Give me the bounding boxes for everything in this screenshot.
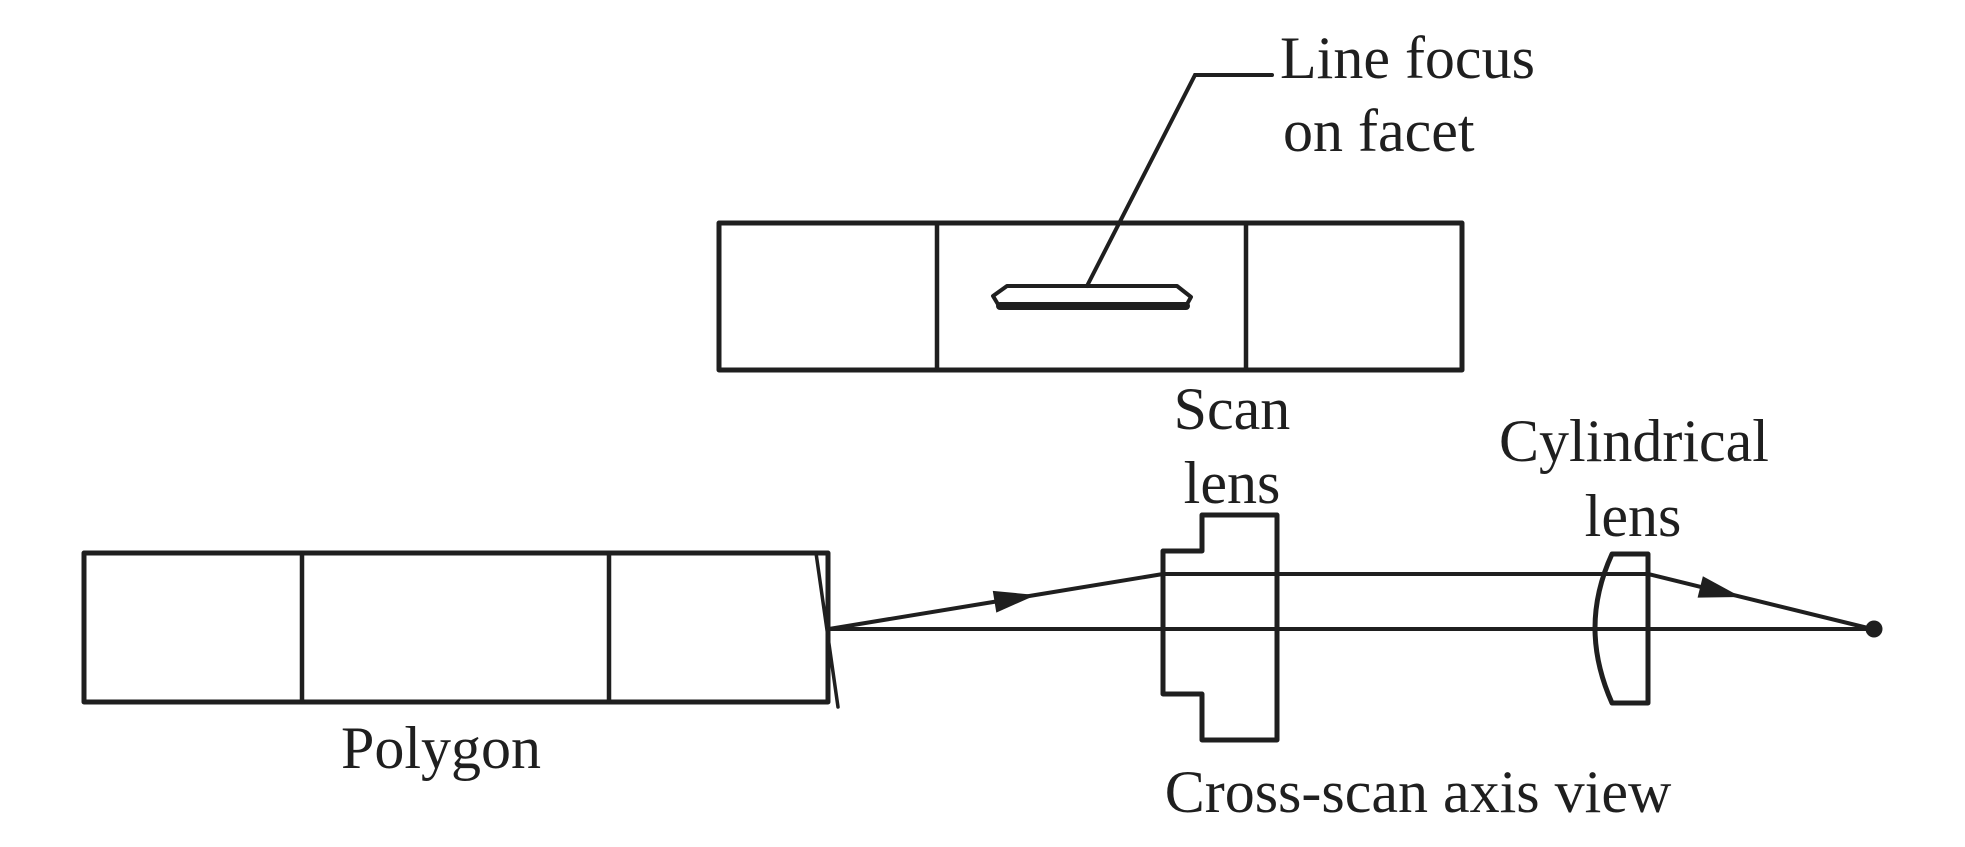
polygon-side-view-outline (81, 550, 831, 705)
polygon-side-view: Polygon (81, 550, 840, 781)
tilted-facet-line (814, 551, 840, 709)
line-focus-leader-line (1085, 73, 1274, 288)
scan-lens: Scan lens (1160, 376, 1291, 743)
scan-lens-label-line2: lens (1184, 450, 1281, 516)
cylindrical-lens-label-line1: Cylindrical (1499, 408, 1769, 474)
converging-ray (1646, 572, 1874, 631)
scan-lens-outline (1160, 512, 1280, 743)
cross-scan-axis-view-label: Cross-scan axis view (1165, 759, 1672, 825)
focal-point-dot (1865, 620, 1883, 638)
polygon-top-view: Line focus on facet (716, 25, 1535, 373)
ray-paths (827, 572, 1883, 638)
polygon-top-view-outline (716, 220, 1465, 373)
ray-direction-arrowhead-right (1697, 576, 1741, 598)
scan-lens-label-line1: Scan (1174, 376, 1291, 442)
line-focus-label-line1: Line focus (1280, 25, 1535, 91)
ray-direction-arrowhead-left (992, 590, 1036, 613)
line-focus-label-line2: on facet (1283, 98, 1475, 164)
cylindrical-lens-label-line2: lens (1585, 483, 1682, 549)
polygon-label: Polygon (341, 715, 541, 781)
cylindrical-lens-outline (1592, 551, 1651, 706)
cylindrical-lens: Cylindrical lens (1499, 408, 1769, 706)
